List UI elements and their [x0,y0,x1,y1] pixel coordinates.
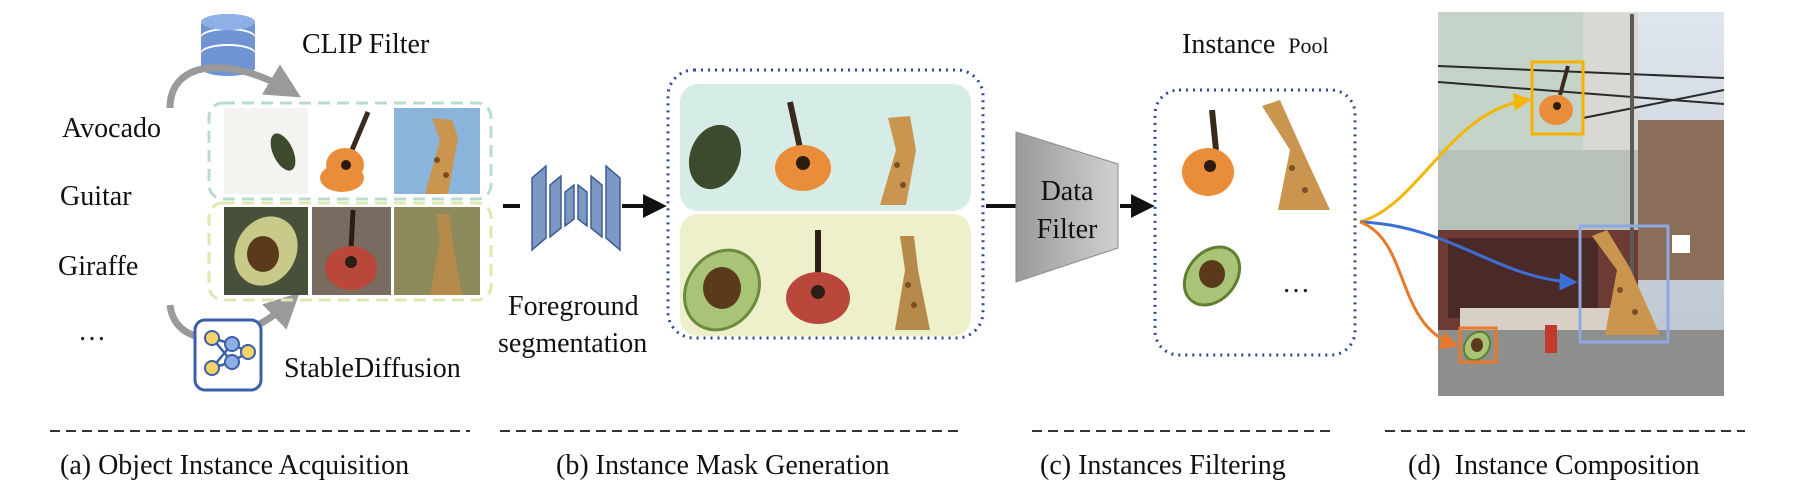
mask-avocado-sd [683,248,761,332]
class-label-more: … [78,316,106,347]
bbox-guitar [1530,60,1585,136]
sd-image-avocado [224,207,308,295]
clip-panel [207,101,493,201]
pool-avocado [1182,245,1242,307]
clip-filter-label: CLIP Filter [302,29,430,60]
sd-image-guitar [312,207,391,295]
stage-a-acquisition: CLIP Filter Avocado Guitar Giraffe … [50,14,493,481]
class-label-avocado: Avocado [62,113,161,144]
mask-giraffe-sd [895,236,930,330]
encoder-decoder-icon [531,164,621,252]
composed-guitar [1539,65,1573,125]
stage-d-composition: (d) Instance Composition [1359,12,1745,481]
pool-giraffe [1262,100,1330,210]
clip-filter-arrow [166,64,302,109]
stage-a-caption: (a) Object Instance Acquisition [60,450,409,481]
instance-pool-box [1153,88,1357,357]
stage-b-caption: (b) Instance Mask Generation [556,450,890,481]
mask-giraffe-clip [880,116,916,205]
instance-pool-label: Instance Pool [1182,29,1329,60]
street-scene-photo [1437,12,1725,396]
data-filter-label-line2: Filter [1037,214,1098,245]
arrow-to-guitar [1359,92,1532,224]
pool-guitar [1182,109,1234,196]
class-label-giraffe: Giraffe [58,251,138,282]
data-filter-trapezoid [1015,131,1119,283]
data-filter-label-line1: Data [1041,176,1094,207]
pool-ellipsis: … [1282,268,1310,299]
neural-network-icon [193,318,263,392]
composed-giraffe [1592,230,1660,335]
mask-guitar-sd [786,230,850,324]
stage-b-mask-generation: Foreground segmentation [498,68,985,481]
stable-diffusion-panel [207,201,493,302]
stage-c-filtering: Data Filter Instance Pool … (c) Instance… [986,29,1357,481]
stable-diffusion-label: StableDiffusion [284,353,461,384]
clip-image-avocado [224,108,308,194]
foreground-label-line1: Foreground [508,291,639,322]
stage-c-caption: (c) Instances Filtering [1040,450,1286,481]
foreground-label-line2: segmentation [498,328,647,359]
clip-image-guitar [312,108,391,194]
mask-avocado-clip [688,124,742,190]
bbox-giraffe [1578,224,1670,344]
arrow-to-giraffe [1359,220,1578,291]
composed-avocado [1462,330,1492,362]
clip-image-giraffe [394,108,480,194]
class-label-guitar: Guitar [60,181,132,212]
stage-d-caption: (d) Instance Composition [1408,450,1700,481]
arrow-to-avocado [1359,220,1459,349]
mask-guitar-clip [775,101,831,191]
sd-image-giraffe [394,207,480,295]
bbox-avocado [1458,326,1498,364]
